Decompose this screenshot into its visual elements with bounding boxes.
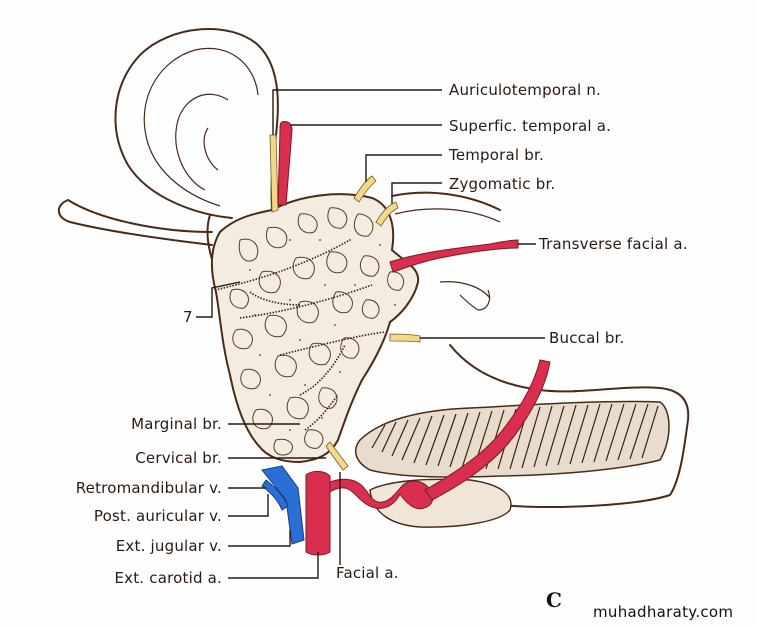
- label-superficial-temporal-artery: Superfic. temporal a.: [449, 117, 611, 135]
- facial-artery: [329, 478, 434, 510]
- label-marginal-branch: Marginal br.: [131, 415, 222, 433]
- label-facial-artery: Facial a.: [336, 564, 399, 582]
- label-external-jugular-vein: Ext. jugular v.: [116, 537, 222, 555]
- cervical-branch: [325, 441, 349, 471]
- auriculotemporal-nerve: [269, 134, 279, 213]
- watermark: muhadharaty.com: [593, 603, 734, 621]
- label-auriculotemporal-nerve: Auriculotemporal n.: [449, 81, 601, 99]
- buccal-branch: [389, 333, 421, 343]
- facial-artery-ascending: [424, 359, 551, 501]
- zygomatic-branch: [375, 201, 399, 227]
- retromandibular-vein: [261, 465, 305, 545]
- masseter-muscle: [354, 400, 670, 478]
- transverse-facial-artery: [389, 239, 519, 273]
- label-transverse-facial-artery: Transverse facial a.: [538, 235, 688, 253]
- label-zygomatic-branch: Zygomatic br.: [449, 175, 555, 193]
- label-external-carotid-artery: Ext. carotid a.: [114, 569, 222, 587]
- face-outline: [391, 191, 690, 508]
- scalp-outline: [57, 199, 213, 246]
- facial-nerve-branches: [269, 134, 421, 471]
- label-seven: 7: [183, 308, 193, 326]
- posterior-auricular-vein: [261, 479, 289, 511]
- label-buccal-branch: Buccal br.: [549, 329, 625, 347]
- parotid-gland: [210, 193, 420, 464]
- panel-letter: C: [546, 588, 562, 612]
- label-temporal-branch: Temporal br.: [448, 146, 544, 164]
- superficial-temporal-artery: [277, 121, 293, 206]
- temporal-branch: [353, 175, 377, 203]
- leader-lines: [196, 89, 545, 579]
- label-cervical-branch: Cervical br.: [135, 449, 222, 467]
- arteries: [277, 121, 551, 556]
- external-carotid-artery: [305, 470, 331, 556]
- label-posterior-auricular-vein: Post. auricular v.: [94, 507, 222, 525]
- label-retromandibular-vein: Retromandibular v.: [76, 479, 222, 497]
- veins: [261, 465, 305, 545]
